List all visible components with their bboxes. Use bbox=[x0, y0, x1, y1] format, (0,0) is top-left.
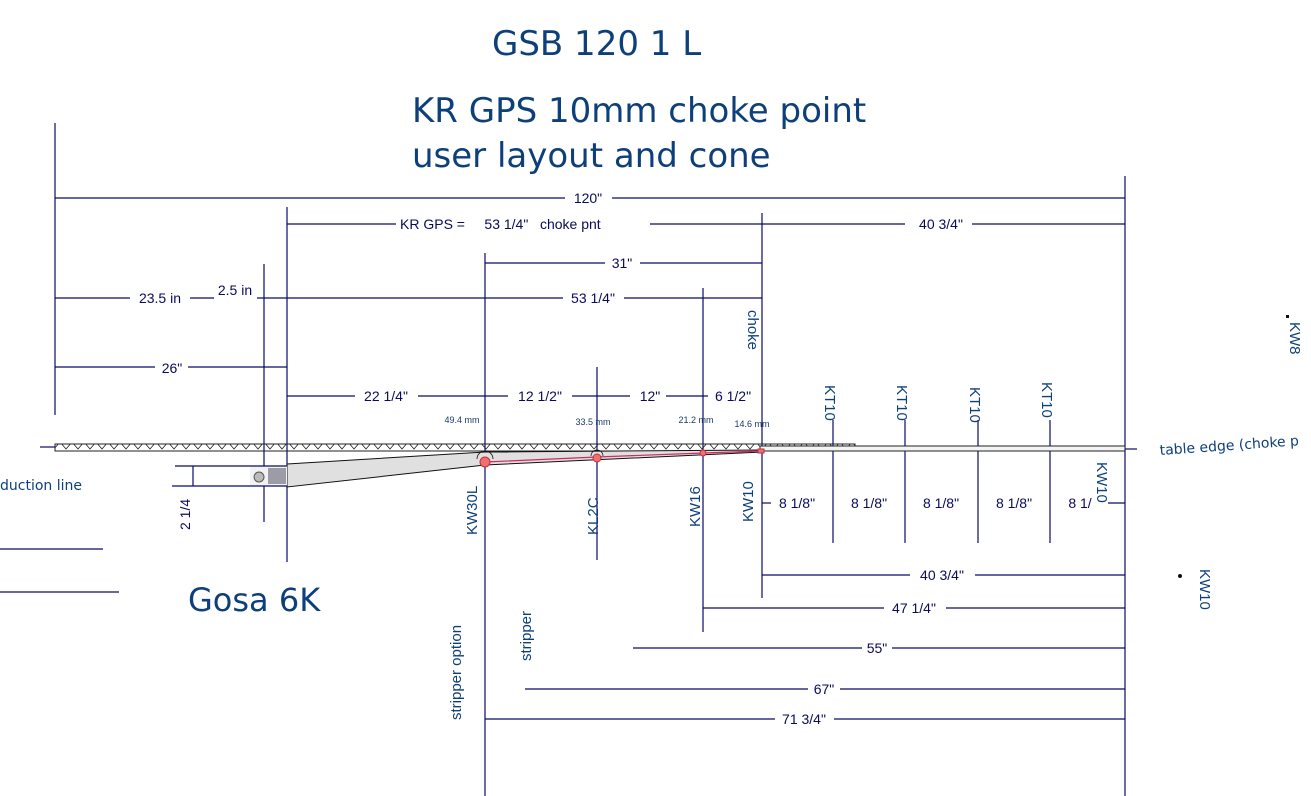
cone-point-kl2c bbox=[592, 453, 602, 463]
dimension-26: 26" bbox=[55, 360, 287, 376]
table-edge bbox=[40, 443, 1137, 452]
dimension-bottom: 40 3/4" 47 1/4" 55" 67" 71 3/4" bbox=[485, 567, 1125, 727]
dimension-offset: 2 1/4 bbox=[172, 465, 287, 530]
svg-text:31": 31" bbox=[612, 255, 633, 271]
stripper-option-label: stripper option bbox=[448, 625, 465, 720]
table-edge-label: table edge (choke p bbox=[1159, 433, 1299, 459]
svg-text:KW10: KW10 bbox=[740, 481, 757, 522]
svg-text:40 3/4": 40 3/4" bbox=[920, 567, 964, 583]
main-title: GSB 120 1 L bbox=[492, 24, 701, 64]
machine-label: Gosa 6K bbox=[188, 581, 321, 619]
svg-text:53 1/4": 53 1/4" bbox=[571, 290, 615, 306]
cone-points bbox=[479, 448, 765, 468]
cone-element-labels: KW30L KL2C KW16 KW10 KW10 bbox=[464, 462, 1110, 535]
machine-icon bbox=[250, 466, 287, 486]
svg-text:8 1/: 8 1/ bbox=[1068, 495, 1091, 511]
svg-text:8 1/8": 8 1/8" bbox=[851, 495, 887, 511]
outside-elements: KW8 KW10 bbox=[1178, 315, 1303, 610]
svg-text:KR GPS = 53 1/4" choke p: KR GPS = 53 1/4" choke pnt bbox=[400, 216, 601, 232]
dimension-kr-gps: KR GPS = 53 1/4" choke pnt 40 3/4" bbox=[287, 216, 1125, 232]
choke-label: choke bbox=[744, 310, 761, 350]
cone-point-kw16 bbox=[699, 449, 707, 457]
kw8-marker bbox=[1286, 315, 1289, 318]
stripper-label: stripper bbox=[518, 611, 535, 661]
svg-text:KL2C: KL2C bbox=[585, 497, 602, 535]
extension-lines bbox=[54, 123, 1126, 796]
cone-diameters: 49.4 mm 33.5 mm 21.2 mm 14.6 mm bbox=[444, 415, 769, 429]
svg-text:49.4 mm: 49.4 mm bbox=[444, 415, 479, 425]
dimension-row-3: 23.5 in 2.5 in 53 1/4" bbox=[55, 282, 762, 306]
dimension-31: 31" bbox=[485, 255, 762, 271]
svg-text:KT10: KT10 bbox=[966, 387, 983, 423]
dimension-spacing: 8 1/8" 8 1/8" 8 1/8" 8 1/8" 8 1/ bbox=[762, 495, 1125, 511]
dimension-row-5: 22 1/4" 12 1/2" 12" 6 1/2" bbox=[287, 388, 751, 404]
svg-text:12 1/2": 12 1/2" bbox=[518, 388, 562, 404]
svg-text:67": 67" bbox=[814, 681, 835, 697]
svg-text:6 1/2": 6 1/2" bbox=[715, 388, 751, 404]
cone-point-kw30l bbox=[479, 456, 491, 468]
svg-text:KT10: KT10 bbox=[1038, 382, 1055, 418]
svg-text:23.5 in: 23.5 in bbox=[139, 290, 181, 306]
svg-text:40 3/4": 40 3/4" bbox=[919, 216, 963, 232]
svg-text:KW10: KW10 bbox=[1093, 462, 1110, 503]
svg-text:2 1/4: 2 1/4 bbox=[177, 499, 193, 530]
svg-text:47 1/4": 47 1/4" bbox=[892, 600, 936, 616]
svg-text:KT10: KT10 bbox=[893, 385, 910, 421]
svg-text:120": 120" bbox=[574, 190, 602, 206]
svg-text:KW16: KW16 bbox=[687, 486, 704, 527]
subtitle-line1: KR GPS 10mm choke point bbox=[412, 91, 866, 131]
svg-text:KW8: KW8 bbox=[1286, 322, 1303, 355]
svg-text:21.2 mm: 21.2 mm bbox=[678, 415, 713, 425]
subtitle-line2: user layout and cone bbox=[412, 136, 771, 176]
svg-text:71 3/4": 71 3/4" bbox=[782, 711, 826, 727]
svg-text:8 1/8": 8 1/8" bbox=[996, 495, 1032, 511]
reduction-line-label: duction line bbox=[0, 478, 82, 494]
svg-text:KW30L: KW30L bbox=[464, 486, 481, 535]
svg-text:12": 12" bbox=[640, 388, 661, 404]
svg-text:8 1/8": 8 1/8" bbox=[779, 495, 815, 511]
svg-text:KT10: KT10 bbox=[821, 385, 838, 421]
table-element-labels: KT10 KT10 KT10 KT10 bbox=[821, 382, 1055, 423]
svg-text:33.5 mm: 33.5 mm bbox=[575, 417, 610, 427]
svg-text:2.5 in: 2.5 in bbox=[218, 282, 252, 298]
svg-text:8 1/8": 8 1/8" bbox=[923, 495, 959, 511]
svg-text:26": 26" bbox=[162, 360, 183, 376]
cone bbox=[286, 449, 763, 488]
cone-point-kw10 bbox=[757, 448, 765, 454]
svg-text:55": 55" bbox=[867, 640, 888, 656]
svg-text:KW10: KW10 bbox=[1196, 569, 1213, 610]
dimension-total: 120" bbox=[55, 190, 1125, 206]
svg-text:22 1/4": 22 1/4" bbox=[364, 388, 408, 404]
svg-text:14.6 mm: 14.6 mm bbox=[734, 419, 769, 429]
kw10-marker bbox=[1178, 574, 1182, 578]
